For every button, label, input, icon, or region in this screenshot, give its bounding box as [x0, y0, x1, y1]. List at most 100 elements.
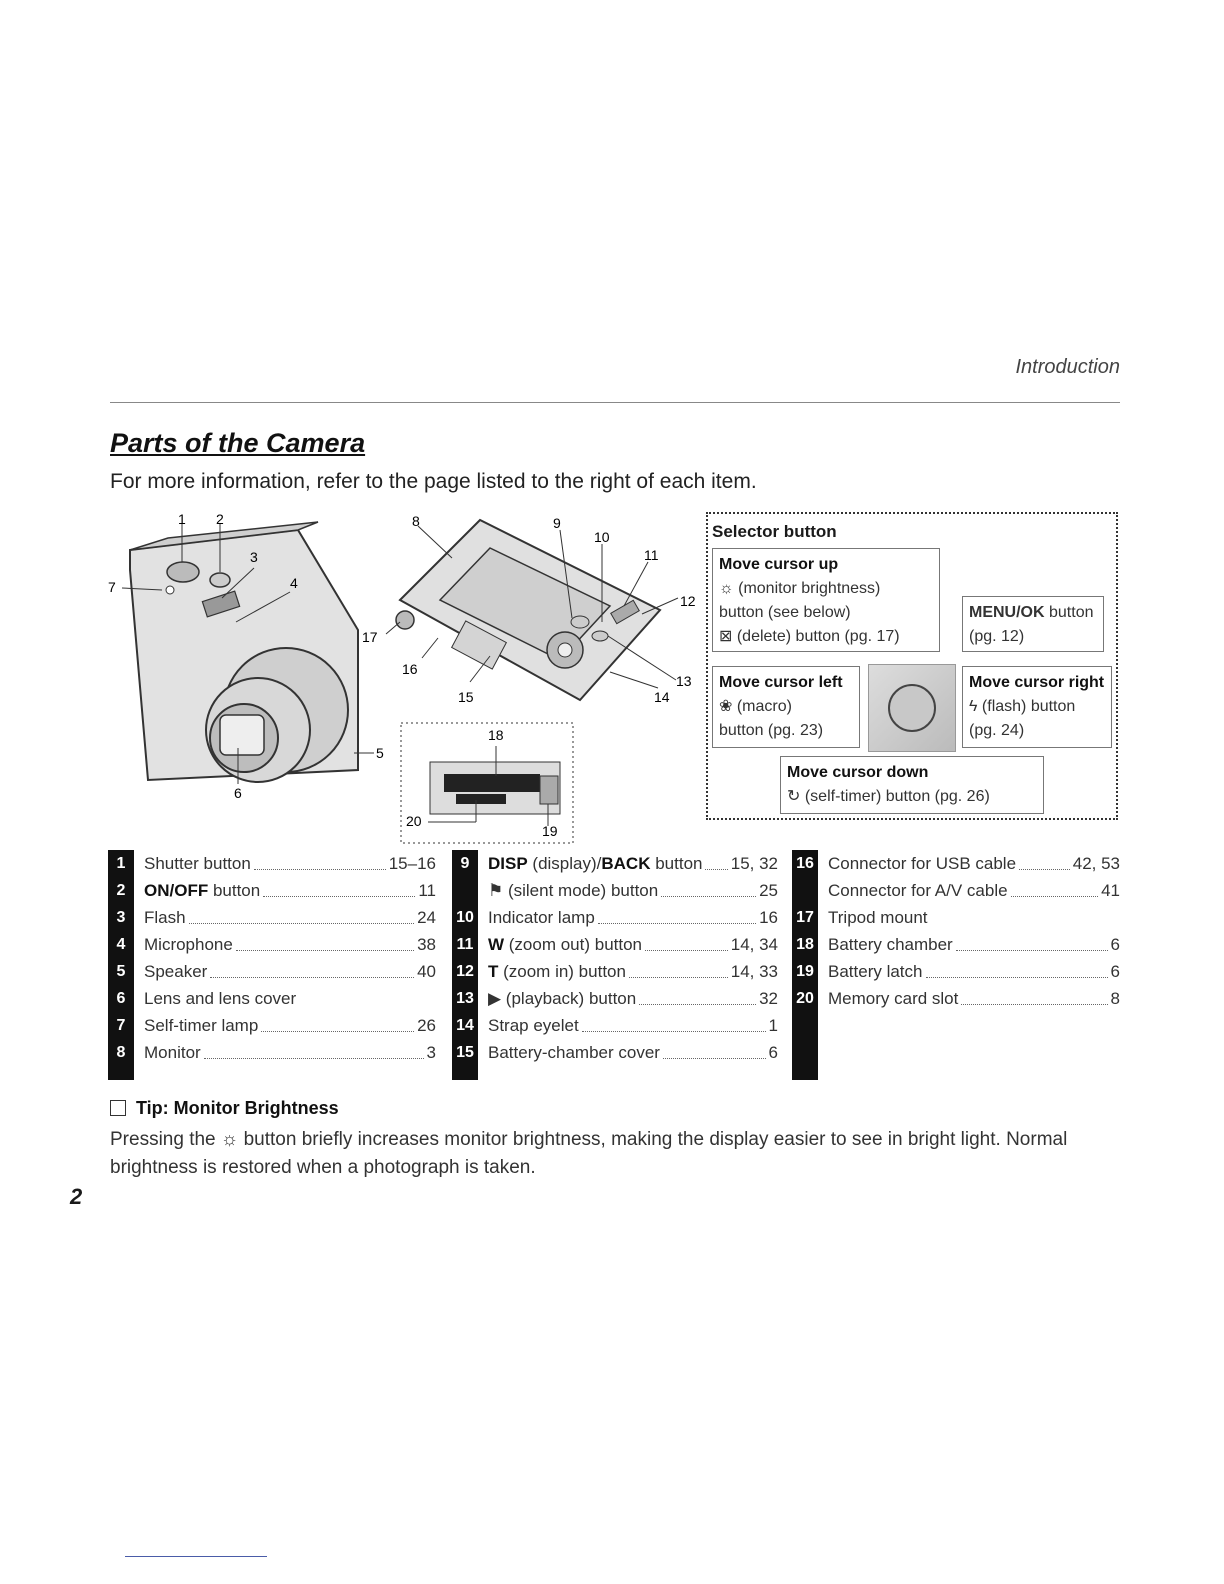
legend-row: 1 Shutter button 15–16 — [108, 850, 436, 877]
legend-number: 5 — [116, 962, 126, 980]
callout-18: 18 — [488, 727, 504, 743]
legend-number: 6 — [116, 989, 126, 1007]
leader-dots — [581, 1019, 766, 1032]
legend-label-text: Self-timer lamp — [144, 1015, 259, 1035]
legend-label-text: Flash — [144, 907, 186, 927]
legend-label: Memory card slot — [828, 989, 958, 1009]
leader-dots — [253, 857, 386, 870]
move-cursor-down-header: Move cursor down — [787, 764, 929, 781]
move-cursor-down-line: ↻ (self-timer) button (pg. 26) — [787, 788, 990, 805]
legend-row: 8 Monitor 3 — [108, 1039, 436, 1066]
legend-label-text: Indicator lamp — [488, 907, 595, 927]
legend-number: 14 — [456, 1016, 474, 1034]
callout-17: 17 — [362, 629, 378, 645]
legend-label: Battery latch — [828, 962, 923, 982]
camera-back-illustration: 8 9 10 11 12 13 14 15 16 17 — [362, 513, 696, 705]
legend-page: 11 — [418, 880, 436, 900]
move-cursor-right-header: Move cursor right — [969, 674, 1105, 691]
legend-page: 8 — [1110, 988, 1120, 1008]
legend-page: 3 — [426, 1042, 436, 1062]
legend-label-text: Strap eyelet — [488, 1015, 579, 1035]
leader-dots — [645, 938, 728, 951]
callout-4: 4 — [290, 575, 298, 591]
legend-label-text: Shutter button — [144, 853, 251, 873]
legend-label: Indicator lamp — [488, 908, 595, 928]
callout-2: 2 — [216, 511, 224, 527]
menu-ok-box: MENU/OK button (pg. 12) — [962, 596, 1104, 652]
legend-page: 42, 53 — [1072, 853, 1120, 873]
legend-page: 15–16 — [388, 853, 436, 873]
legend-label: Shutter button — [144, 854, 251, 874]
legend-label-bold: BACK — [601, 853, 651, 873]
legend-row: 14 Strap eyelet 1 — [452, 1012, 778, 1039]
leader-dots — [705, 857, 728, 870]
leader-dots — [639, 992, 757, 1005]
move-cursor-left-line: button (pg. 23) — [719, 722, 824, 739]
leader-dots — [210, 965, 415, 978]
move-cursor-down-box: Move cursor down ↻ (self-timer) button (… — [780, 756, 1044, 814]
leader-dots — [203, 1046, 424, 1059]
legend-label-text: Tripod mount — [828, 907, 928, 927]
leader-dots — [955, 938, 1108, 951]
legend-label-text: ▶ (playback) button — [488, 988, 637, 1008]
legend-label: Flash — [144, 908, 186, 928]
tip-title: Tip: Monitor Brightness — [110, 1098, 339, 1119]
legend-number: 8 — [116, 1043, 126, 1061]
legend-number: 15 — [456, 1043, 474, 1061]
menu-ok-rest: button — [1044, 604, 1094, 621]
callout-8: 8 — [412, 513, 420, 529]
legend-label-text: Monitor — [144, 1042, 201, 1062]
leader-dots — [925, 965, 1108, 978]
move-cursor-right-box: Move cursor right ϟ (flash) button (pg. … — [962, 666, 1112, 748]
page-number: 2 — [70, 1184, 83, 1209]
tip-body: Pressing the ☼ button briefly increases … — [110, 1129, 1068, 1178]
legend-page: 32 — [759, 988, 778, 1008]
legend-number-strip-1 — [108, 850, 134, 1080]
legend-number: 7 — [116, 1016, 126, 1034]
legend-number-strip-2 — [452, 850, 478, 1080]
legend-page: 15, 32 — [730, 853, 778, 873]
legend-label: Tripod mount — [828, 908, 928, 928]
legend-number: 1 — [116, 854, 126, 872]
move-cursor-up-line: ⊠ (delete) button (pg. 17) — [719, 628, 900, 645]
legend-label-text: (zoom in) button — [498, 961, 626, 981]
legend-page: 1 — [768, 1015, 778, 1035]
page-title: Parts of the Camera — [110, 428, 366, 458]
move-cursor-right-line: (pg. 24) — [969, 722, 1025, 739]
legend-number: 10 — [456, 908, 474, 926]
legend-label: Speaker — [144, 962, 207, 982]
callout-11: 11 — [644, 547, 659, 563]
legend-label-text: Microphone — [144, 934, 233, 954]
leader-dots — [188, 911, 415, 924]
camera-front-illustration: 1 2 3 4 7 5 6 — [108, 511, 384, 800]
legend-page: 14, 34 — [730, 934, 778, 954]
legend-page: 40 — [417, 961, 436, 981]
legend-label-bold: ON/OFF — [144, 880, 209, 900]
callout-12: 12 — [680, 593, 696, 609]
legend-label: Monitor — [144, 1043, 201, 1063]
leader-dots — [235, 938, 415, 951]
legend-label: Lens and lens cover — [144, 989, 296, 1009]
legend-label: ON/OFF button — [144, 881, 260, 901]
leader-dots — [661, 884, 757, 897]
legend-label-text: Lens and lens cover — [144, 988, 297, 1008]
tip-title-text: Tip: Monitor Brightness — [136, 1098, 339, 1118]
callout-9: 9 — [553, 515, 561, 531]
menu-ok-page: (pg. 12) — [969, 628, 1025, 645]
legend-label-text: (zoom out) button — [504, 934, 643, 954]
legend-label-text: button — [208, 880, 261, 900]
legend-label: Microphone — [144, 935, 233, 955]
legend-page: 6 — [1110, 934, 1120, 954]
move-cursor-up-header: Move cursor up — [719, 556, 839, 573]
move-cursor-left-line: ❀ (macro) — [719, 698, 792, 715]
callout-5: 5 — [376, 745, 384, 761]
leader-dots — [263, 884, 416, 897]
legend-label-text: (display)/ — [527, 853, 602, 873]
legend-label-text: Connector for A/V cable — [828, 880, 1008, 900]
